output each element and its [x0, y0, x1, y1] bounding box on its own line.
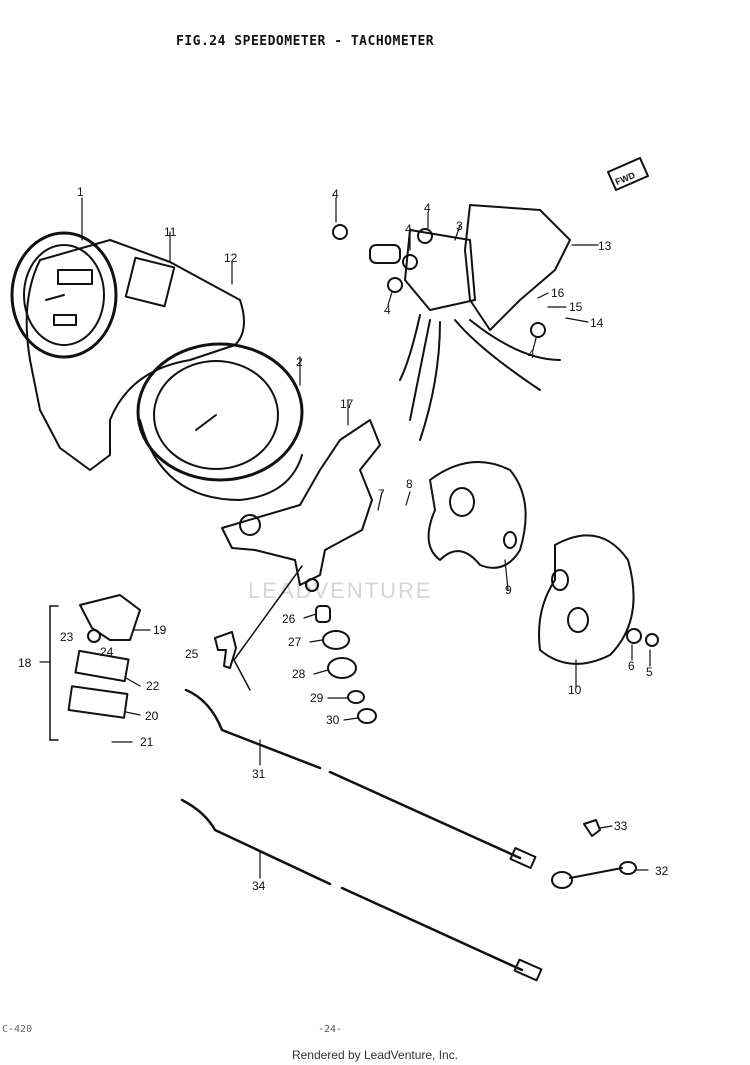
- speedometer-cable: [184, 688, 522, 860]
- speedometer: [10, 231, 118, 359]
- callout: 4: [405, 222, 412, 236]
- callout: 9: [505, 583, 512, 597]
- callout: 31: [252, 767, 266, 781]
- callout: 23: [60, 630, 74, 644]
- callout: 4: [384, 303, 391, 317]
- callout: 18: [18, 656, 32, 670]
- callout: 6: [628, 659, 635, 673]
- callout: 22: [146, 679, 160, 693]
- callout: 12: [224, 251, 238, 265]
- callout: 24: [100, 645, 114, 659]
- callout: 3: [456, 219, 463, 233]
- callout-labels: 1 2 3 4 4 4 4 4 5 6 7 8 9 10 11 12 13 14…: [18, 185, 669, 893]
- callout: 7: [378, 487, 385, 501]
- callout: 10: [568, 683, 582, 697]
- callout: 25: [185, 647, 199, 661]
- callout: 15: [569, 300, 583, 314]
- callout: 14: [590, 316, 604, 330]
- callout: 33: [614, 819, 628, 833]
- callout: 32: [655, 864, 669, 878]
- tachometer: [136, 342, 304, 482]
- callout: 19: [153, 623, 167, 637]
- fwd-arrow-icon: [607, 157, 649, 191]
- callout: 28: [292, 667, 306, 681]
- callout: 34: [252, 879, 266, 893]
- callout: 11: [164, 225, 177, 239]
- wiring-harness: [399, 314, 561, 441]
- upper-bracket: [464, 204, 571, 331]
- meter-cover: [538, 534, 635, 665]
- meter-housing: [25, 239, 245, 471]
- corner-code: C-420: [2, 1024, 33, 1035]
- callout: 13: [598, 239, 612, 253]
- callout: 16: [551, 286, 565, 300]
- callout: 21: [140, 735, 154, 749]
- callout: 20: [145, 709, 159, 723]
- lamp-socket-assembly: [79, 594, 141, 641]
- callout: 1: [77, 185, 84, 199]
- callout: 4: [424, 201, 431, 215]
- callout: 17: [340, 397, 354, 411]
- callout: 27: [288, 635, 302, 649]
- page-number: -24-: [318, 1024, 343, 1035]
- callout: 8: [406, 477, 413, 491]
- callout: 2: [296, 355, 303, 369]
- indicator-block: [404, 229, 476, 311]
- footer-credit: Rendered by LeadVenture, Inc.: [291, 1048, 459, 1062]
- callout: 4: [332, 187, 339, 201]
- page-title: FIG.24 SPEEDOMETER - TACHOMETER: [176, 34, 435, 49]
- callout: 26: [282, 612, 296, 626]
- lower-case: [427, 461, 527, 569]
- tachometer-cable: [180, 798, 524, 972]
- callout: 5: [646, 665, 653, 679]
- callout: 30: [326, 713, 340, 727]
- callout: 4: [528, 347, 535, 361]
- fwd-label: FWD: [614, 170, 637, 187]
- mounting-bracket: [221, 419, 381, 586]
- callout: 29: [310, 691, 324, 705]
